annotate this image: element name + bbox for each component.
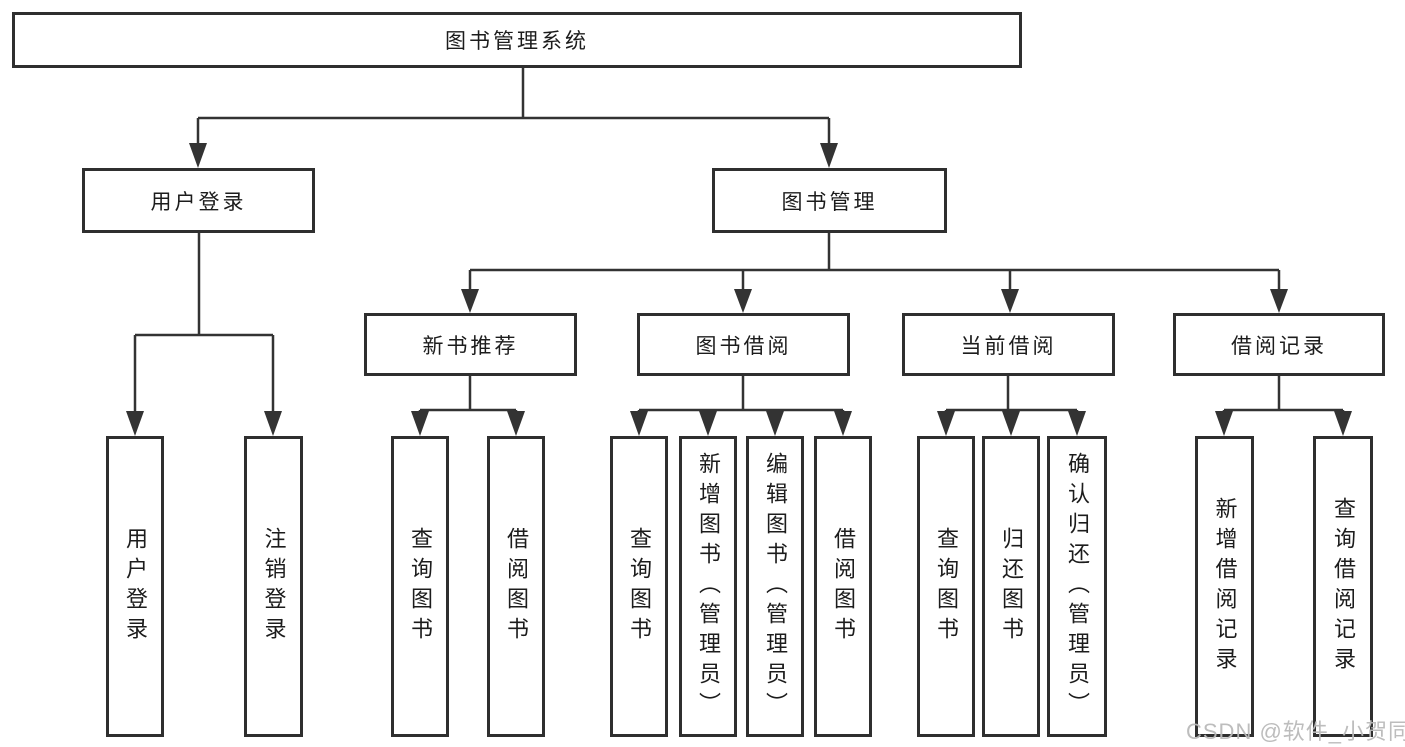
node-label: 用户登录 xyxy=(150,190,247,214)
arrow-down-icon xyxy=(1001,289,1019,313)
leaf-add-borrow-record: 新增借阅记录 xyxy=(1195,436,1254,737)
connector-user-login-split xyxy=(133,233,275,412)
arrow-down-icon xyxy=(461,289,479,313)
arrow-down-icon xyxy=(507,411,525,436)
leaf-borrow-books-1: 借阅图书 xyxy=(487,436,545,737)
leaf-label: 编辑图书（管理员） xyxy=(763,451,788,722)
node-book-management: 图书管理 xyxy=(712,168,947,233)
leaf-label: 用户登录 xyxy=(123,526,148,647)
node-label: 图书管理系统 xyxy=(445,30,589,53)
leaf-label: 注销登录 xyxy=(261,526,287,647)
leaf-label: 查询借阅记录 xyxy=(1331,496,1356,677)
arrow-down-icon xyxy=(126,411,144,436)
arrow-down-icon xyxy=(1068,411,1086,436)
arrow-down-icon xyxy=(820,143,838,168)
leaf-edit-book-admin: 编辑图书（管理员） xyxy=(746,436,804,737)
leaf-label: 新增借阅记录 xyxy=(1212,496,1238,677)
leaf-label: 查询图书 xyxy=(934,526,959,647)
connector-book-mgmt-split xyxy=(468,233,1281,290)
arrow-down-icon xyxy=(411,411,429,436)
leaf-label: 查询图书 xyxy=(627,526,652,647)
node-borrow-records: 借阅记录 xyxy=(1173,313,1385,376)
node-label: 借阅记录 xyxy=(1231,334,1327,358)
arrowheads xyxy=(126,143,1352,436)
connector-records-split xyxy=(1222,376,1345,412)
leaf-label: 查询图书 xyxy=(408,526,433,647)
leaf-query-books-2: 查询图书 xyxy=(610,436,668,737)
arrow-down-icon xyxy=(189,143,207,168)
node-current-borrow: 当前借阅 xyxy=(902,313,1115,376)
node-user-login: 用户登录 xyxy=(82,168,315,233)
watermark: CSDN @软件_小贺同学 xyxy=(1186,719,1405,744)
arrow-down-icon xyxy=(937,411,955,436)
node-new-book-recommend: 新书推荐 xyxy=(364,313,577,376)
connector-borrow-split xyxy=(637,376,845,412)
leaf-label: 借阅图书 xyxy=(831,526,856,647)
leaf-user-login: 用户登录 xyxy=(106,436,164,737)
leaf-query-books-3: 查询图书 xyxy=(917,436,975,737)
leaf-label: 新增图书（管理员） xyxy=(696,451,721,722)
leaf-query-borrow-record: 查询借阅记录 xyxy=(1313,436,1373,737)
arrow-down-icon xyxy=(630,411,648,436)
connector-root-split xyxy=(196,68,831,144)
arrow-down-icon xyxy=(264,411,282,436)
connector-current-split xyxy=(944,376,1079,412)
node-label: 新书推荐 xyxy=(422,334,519,358)
leaf-label: 归还图书 xyxy=(999,526,1024,647)
arrow-down-icon xyxy=(1215,411,1233,436)
node-label: 图书管理 xyxy=(781,190,878,214)
leaf-return-book: 归还图书 xyxy=(982,436,1040,737)
connector-new-book-split xyxy=(418,376,518,412)
node-book-borrow: 图书借阅 xyxy=(637,313,850,376)
leaf-label: 确认归还（管理员） xyxy=(1065,451,1090,722)
leaf-borrow-books-2: 借阅图书 xyxy=(814,436,872,737)
leaf-logout: 注销登录 xyxy=(244,436,303,737)
arrow-down-icon xyxy=(734,289,752,313)
arrow-down-icon xyxy=(699,411,717,436)
leaf-add-book-admin: 新增图书（管理员） xyxy=(679,436,737,737)
node-root-system: 图书管理系统 xyxy=(12,12,1022,68)
leaf-confirm-return-admin: 确认归还（管理员） xyxy=(1047,436,1107,737)
connector-lines xyxy=(133,68,1345,412)
arrow-down-icon xyxy=(766,411,784,436)
arrow-down-icon xyxy=(1270,289,1288,313)
leaf-query-books-1: 查询图书 xyxy=(391,436,449,737)
arrow-down-icon xyxy=(1334,411,1352,436)
node-label: 当前借阅 xyxy=(960,334,1057,358)
arrow-down-icon xyxy=(1002,411,1020,436)
leaf-label: 借阅图书 xyxy=(504,526,529,647)
node-label: 图书借阅 xyxy=(695,334,792,358)
arrow-down-icon xyxy=(834,411,852,436)
